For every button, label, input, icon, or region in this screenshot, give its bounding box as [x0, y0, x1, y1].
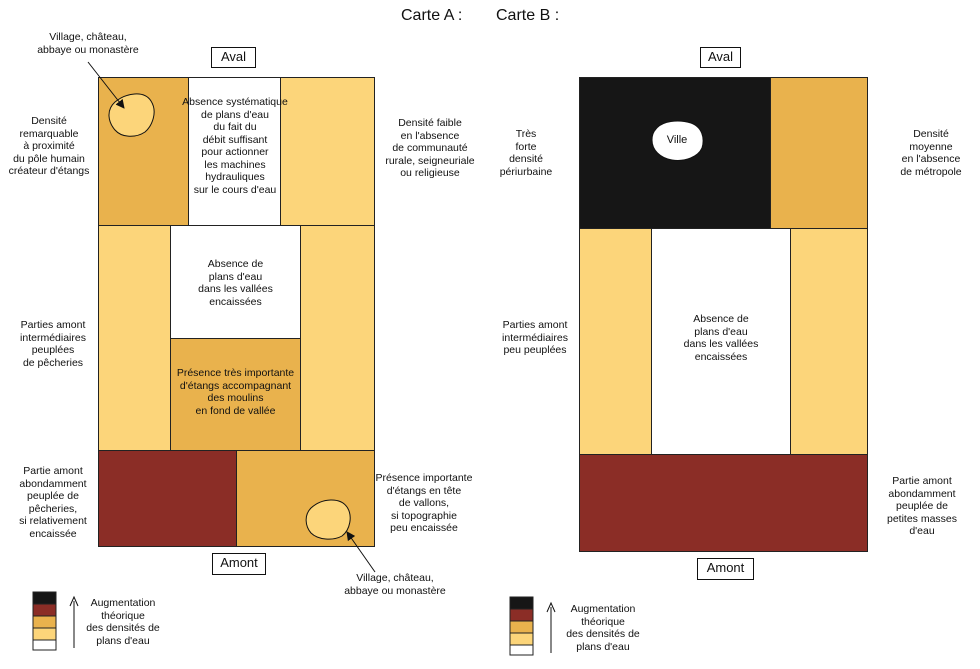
- map-a-center-lower-text: Présence très importante d'étangs accomp…: [176, 367, 295, 417]
- ville-blob: [651, 120, 704, 161]
- map-b-zone-middle-right: [790, 228, 868, 455]
- map-a-callout-top: Village, château, abbaye ou monastère: [37, 31, 139, 56]
- map-b-zone-top-right: [770, 77, 868, 229]
- map-b-zone-bottom: [579, 454, 868, 552]
- map-b-amont-label: Amont: [697, 558, 754, 580]
- map-a-zone-middle-left: [98, 225, 171, 451]
- map-a-right-bottom-text: Présence importante d'étangs en tête de …: [375, 472, 473, 534]
- map-a-zone-top-right: [280, 77, 375, 226]
- map-a-center-top-text: Absence systématique de plans d'eau du f…: [182, 96, 288, 196]
- map-a-zone-bottom-right: [236, 450, 375, 547]
- map-a-right-top-text: Densité faible en l'absence de communaut…: [385, 117, 475, 179]
- legend-a-swatches: [32, 591, 57, 651]
- village-blob-top: [108, 93, 155, 137]
- legend-b-swatches: [509, 596, 534, 656]
- callout-top-arrow: [87, 61, 125, 109]
- village-blob-bottom: [305, 499, 351, 540]
- map-a-center-middle-text: Absence de plans d'eau dans les vallées …: [198, 258, 273, 308]
- map-b-zone-middle-left: [579, 228, 652, 455]
- map-b-right-bottom-text: Partie amont abondamment peuplée de peti…: [886, 475, 958, 537]
- map-a-amont-label: Amont: [212, 553, 266, 575]
- callout-bottom-arrow: [346, 531, 376, 573]
- map-a-zone-middle-right: [300, 225, 375, 451]
- map-a-zone-bottom-left: [98, 450, 237, 547]
- map-b-center-text: Absence de plans d'eau dans les vallées …: [683, 313, 759, 363]
- map-b-right-top-text: Densité moyenne en l'absence de métropol…: [900, 128, 962, 178]
- map-a-callout-bottom: Village, château, abbaye ou monastère: [344, 572, 446, 597]
- map-b-left-middle-text: Parties amont intermédiaires peu peuplée…: [502, 319, 568, 356]
- legend-a-arrow: [69, 595, 79, 648]
- map-b-left-top-text: Très forte densité périurbaine: [499, 128, 553, 178]
- map-b-zone-middle-center: [651, 228, 791, 455]
- map-b-ville-label: Ville: [666, 134, 688, 146]
- title-carte-a: Carte A :: [401, 7, 463, 24]
- map-b-aval-label: Aval: [700, 47, 741, 68]
- legend-b-text: Augmentation théorique des densités de p…: [566, 603, 640, 653]
- legend-b-arrow: [546, 601, 556, 653]
- map-a-left-top-text: Densité remarquable à proximité du pôle …: [8, 115, 90, 177]
- title-carte-b: Carte B :: [496, 7, 560, 24]
- legend-a-text: Augmentation théorique des densités de p…: [86, 597, 160, 647]
- map-a-left-middle-text: Parties amont intermédiaires peuplées de…: [20, 319, 86, 369]
- map-a-left-bottom-text: Partie amont abondamment peuplée de pêch…: [19, 465, 87, 540]
- map-a-aval-label: Aval: [211, 47, 256, 68]
